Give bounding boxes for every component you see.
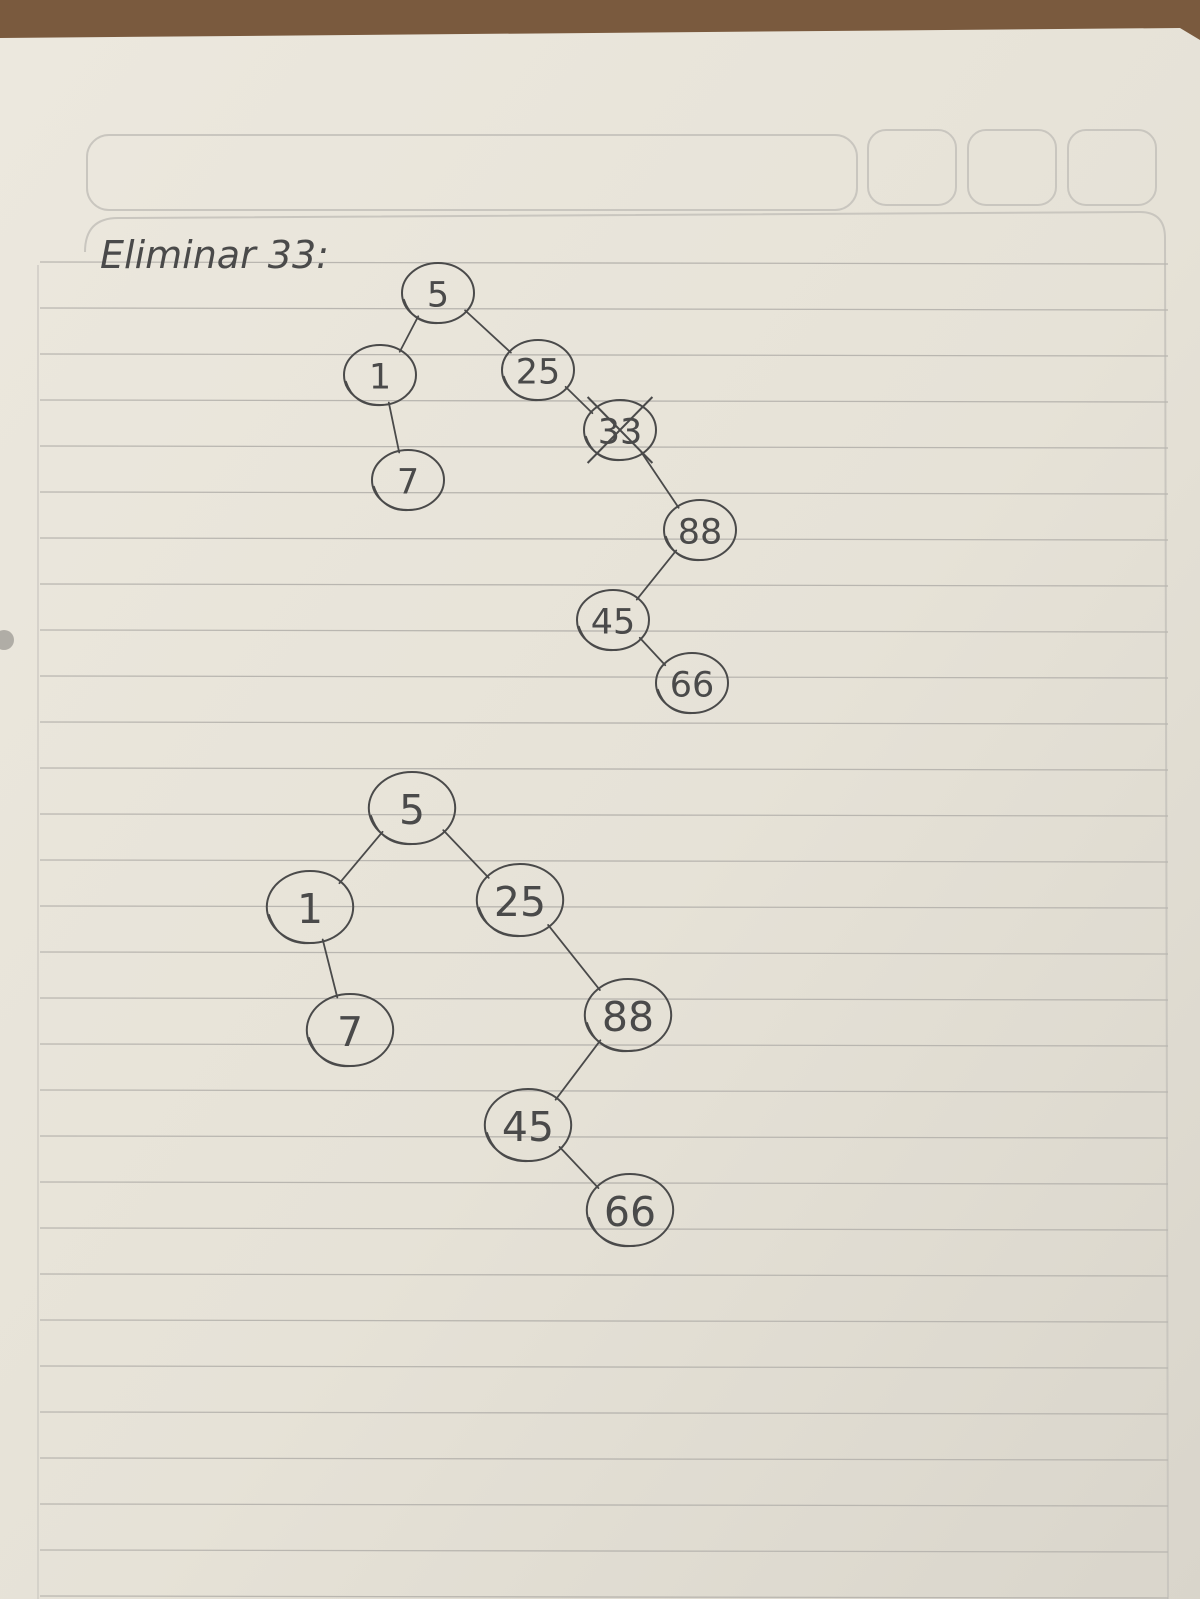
page-header <box>86 129 1157 211</box>
ruled-line <box>39 1089 1169 1093</box>
node-shading <box>503 375 542 402</box>
ruled-line <box>39 951 1169 955</box>
edge-n88-n45 <box>635 549 678 601</box>
ruled-line <box>39 1135 1169 1139</box>
node-shading <box>370 814 417 846</box>
node-shading <box>657 688 696 715</box>
node-label-45: 45 <box>591 603 636 643</box>
node-shading <box>345 380 384 407</box>
heading-text: Eliminar 33: <box>100 233 329 277</box>
edge-n5-n25 <box>442 829 490 879</box>
ruled-line <box>39 1273 1169 1277</box>
node-shading <box>585 435 624 462</box>
node-shading <box>486 1131 533 1163</box>
node-shading <box>308 1036 355 1068</box>
ruled-line <box>39 1549 1169 1553</box>
node-shading <box>478 906 525 938</box>
node-label-66: 66 <box>670 666 715 706</box>
edge-n25-n33 <box>564 385 594 415</box>
edge-n5-n25 <box>464 309 512 354</box>
edge-n1-n7 <box>387 401 401 454</box>
strike-mark <box>586 396 654 464</box>
notebook-page <box>0 28 1200 1599</box>
node-shading <box>403 298 442 325</box>
ruled-line <box>39 813 1169 817</box>
ruled-line <box>39 675 1169 679</box>
node-shading <box>373 485 412 512</box>
node-label-7: 7 <box>337 1008 363 1056</box>
edge-n33-n88 <box>640 451 680 509</box>
edge-n5-n1 <box>398 315 420 353</box>
ruled-line <box>39 767 1169 771</box>
ruled-line <box>39 859 1169 863</box>
ruled-line <box>39 399 1169 403</box>
header-title-box <box>86 134 858 211</box>
ruled-line <box>39 1181 1169 1185</box>
ruled-line <box>39 1457 1169 1461</box>
edge-n25-n88 <box>547 924 601 991</box>
node-shading <box>588 1216 635 1248</box>
ruled-line <box>39 1503 1169 1507</box>
ruled-line <box>39 1227 1169 1231</box>
node-label-88: 88 <box>602 993 654 1041</box>
node-shading <box>578 625 617 652</box>
ruled-line <box>39 307 1169 311</box>
punch-hole <box>0 630 14 650</box>
node-label-7: 7 <box>397 463 419 503</box>
ruled-line <box>39 353 1169 357</box>
node-label-88: 88 <box>678 513 723 553</box>
ruled-line <box>39 905 1169 909</box>
header-date-box-2 <box>967 129 1057 206</box>
node-shading <box>586 1021 633 1053</box>
node-shading <box>665 535 704 562</box>
ruled-line <box>39 537 1169 541</box>
ruled-line <box>39 1365 1169 1369</box>
node-label-5: 5 <box>399 786 425 834</box>
ruled-line <box>39 491 1169 495</box>
edge-n45-n66 <box>638 636 667 667</box>
node-label-66: 66 <box>604 1188 656 1236</box>
edge-n88-n45 <box>554 1039 602 1101</box>
header-date-box-1 <box>867 129 957 206</box>
node-label-1: 1 <box>369 358 391 398</box>
ruled-line <box>39 1411 1169 1415</box>
node-shading <box>268 913 315 945</box>
node-label-25: 25 <box>516 353 561 393</box>
ruled-line <box>39 261 1169 265</box>
tree-after-deletion: 5 1 7 25 88 45 66 <box>265 771 675 1248</box>
ruled-line <box>39 629 1169 633</box>
edge-n5-n1 <box>338 830 384 885</box>
node-label-5: 5 <box>427 276 449 316</box>
header-date-box-3 <box>1067 129 1157 206</box>
ruled-line <box>39 1595 1169 1599</box>
ruled-lines <box>39 261 1169 1599</box>
node-label-25: 25 <box>494 878 546 926</box>
ruled-line <box>39 583 1169 587</box>
node-label-1: 1 <box>297 885 323 933</box>
ruled-line <box>39 721 1169 725</box>
ruled-line <box>39 1319 1169 1323</box>
writing-area-border <box>84 210 1169 1599</box>
ruled-line <box>39 997 1169 1001</box>
node-label-45: 45 <box>502 1103 554 1151</box>
edge-n1-n7 <box>321 938 339 999</box>
edge-n45-n66 <box>558 1145 600 1190</box>
